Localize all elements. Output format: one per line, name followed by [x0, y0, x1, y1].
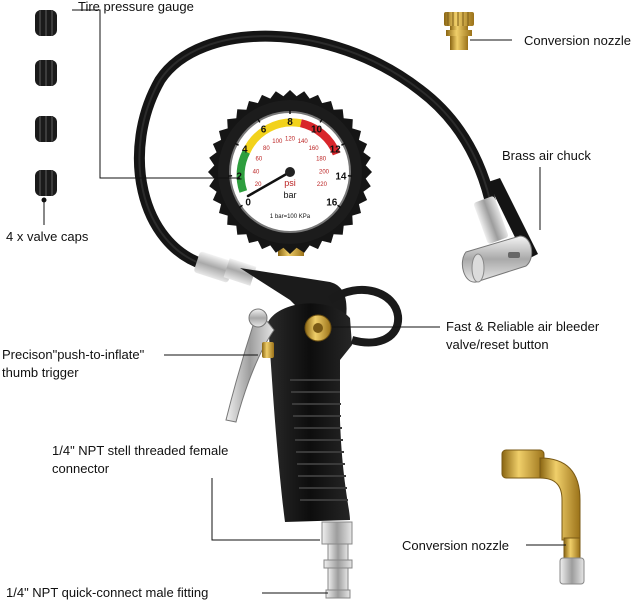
callout-tire-pressure-gauge: Tire pressure gauge	[78, 0, 194, 16]
hose-ferrule	[193, 251, 256, 286]
gauge-bar-tick-label: 4	[242, 145, 248, 156]
gauge-bar-tick-label: 0	[245, 197, 251, 208]
gauge-psi-tick-label: 40	[253, 169, 260, 175]
gauge-psi-tick-label: 220	[317, 182, 328, 188]
callout-valve-caps: 4 x valve caps	[6, 228, 88, 246]
gauge-psi-tick-label: 160	[309, 146, 320, 152]
npt-connector	[322, 522, 352, 598]
conversion-nozzle-bottom	[502, 450, 584, 584]
thumb-trigger	[226, 309, 274, 422]
gauge-bar-tick-label: 14	[335, 171, 347, 182]
gauge-unit-psi: psi	[284, 178, 296, 188]
gauge-bar-tick-label: 8	[287, 117, 293, 128]
callout-quick-connect-fitting: 1/4" NPT quick-connect male fitting	[6, 584, 208, 602]
valve-caps-dot	[42, 198, 47, 203]
gauge-bar-tick-label: 6	[261, 124, 267, 135]
callout-air-bleeder-line1: Fast & Reliable air bleeder	[446, 318, 599, 336]
gauge-unit-bar: bar	[283, 190, 296, 200]
valve-caps	[35, 10, 57, 196]
valve-cap	[35, 60, 57, 86]
gauge-bar-tick-label: 16	[326, 197, 338, 208]
callout-brass-air-chuck: Brass air chuck	[502, 147, 591, 165]
gauge-bar-tick-label: 10	[311, 124, 323, 135]
callout-conversion-nozzle-top: Conversion nozzle	[524, 32, 631, 50]
conversion-nozzle-top	[444, 12, 474, 50]
callout-female-connector: 1/4" NPT stell threaded female connector	[52, 442, 228, 478]
callout-air-bleeder-line2: valve/reset button	[446, 336, 599, 354]
gauge-bar-tick-label: 12	[330, 145, 342, 156]
callout-thumb-trigger-line1: Precison"push-to-inflate"	[2, 346, 144, 364]
inflator-gun-body	[240, 268, 398, 522]
gauge-psi-tick-label: 140	[298, 139, 309, 145]
gauge-psi-tick-label: 60	[256, 157, 263, 163]
valve-cap	[35, 116, 57, 142]
callout-female-connector-line2: connector	[52, 460, 228, 478]
gauge-psi-tick-label: 200	[319, 169, 330, 175]
gauge-bar-tick-label: 2	[236, 171, 242, 182]
gauge-psi-tick-label: 180	[316, 157, 327, 163]
callout-conversion-nozzle-bottom: Conversion nozzle	[402, 537, 509, 555]
callout-air-bleeder: Fast & Reliable air bleeder valve/reset …	[446, 318, 599, 354]
callout-thumb-trigger: Precison"push-to-inflate" thumb trigger	[2, 346, 144, 382]
callout-thumb-trigger-line2: thumb trigger	[2, 364, 144, 382]
gauge-psi-tick-label: 80	[263, 146, 270, 152]
gauge-conversion-note: 1 bar=100 KPa	[270, 214, 311, 220]
gauge-psi-tick-label: 100	[272, 139, 283, 145]
valve-cap	[35, 170, 57, 196]
valve-cap	[35, 10, 57, 36]
callout-female-connector-line1: 1/4" NPT stell threaded female	[52, 442, 228, 460]
brass-air-chuck	[462, 178, 538, 282]
gauge-psi-tick-label: 120	[285, 137, 296, 143]
